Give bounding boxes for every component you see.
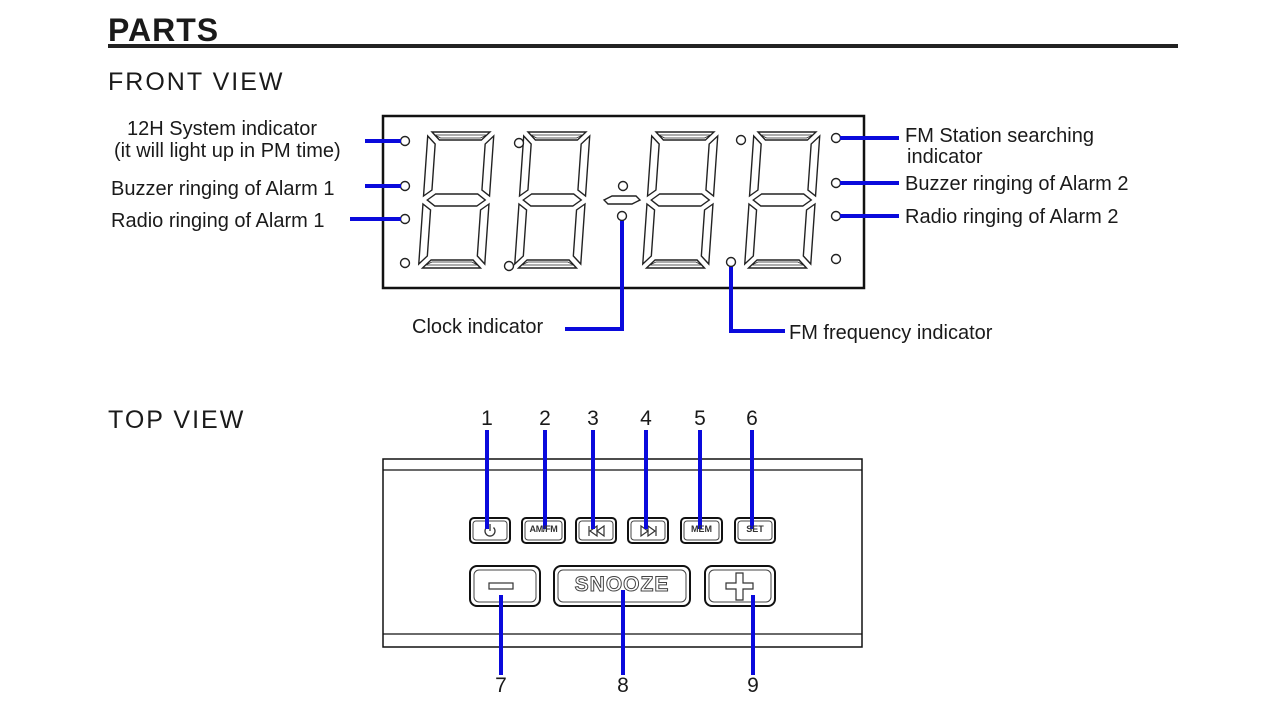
indicator-dots <box>399 132 842 272</box>
title-underline <box>108 44 1178 48</box>
top-leader-lines <box>485 430 755 675</box>
digit-4 <box>743 131 821 269</box>
callout-number-9: 9 <box>747 674 759 697</box>
front-leader-lines <box>350 136 899 333</box>
digit-3 <box>641 131 719 269</box>
minus-button[interactable] <box>470 566 540 606</box>
digit-1 <box>417 131 495 269</box>
small-buttons <box>469 517 776 544</box>
label-buzzer-alarm1: Buzzer ringing of Alarm 1 <box>111 178 335 200</box>
front-display <box>381 114 866 290</box>
am-fm-button[interactable]: AM/FM <box>529 524 558 534</box>
plus-icon <box>725 572 754 601</box>
callout-number-6: 6 <box>746 407 758 430</box>
power-icon <box>484 524 496 537</box>
page-title: PARTS <box>108 12 220 48</box>
callout-number-4: 4 <box>640 407 652 430</box>
digit-2 <box>513 131 591 269</box>
label-fm-station-search: FM Station searching <box>905 125 1094 147</box>
power-button[interactable] <box>470 518 510 543</box>
label-fm-station-search-2: indicator <box>907 146 983 168</box>
minus-icon <box>488 582 514 590</box>
previous-button[interactable] <box>576 518 616 543</box>
snooze-button[interactable]: SNOOZE <box>574 573 670 597</box>
callout-number-1: 1 <box>481 407 493 430</box>
callout-number-8: 8 <box>617 674 629 697</box>
callout-number-7: 7 <box>495 674 507 697</box>
label-buzzer-alarm2: Buzzer ringing of Alarm 2 <box>905 173 1129 195</box>
plus-button[interactable] <box>705 566 775 606</box>
label-radio-alarm2: Radio ringing of Alarm 2 <box>905 206 1119 228</box>
callout-number-2: 2 <box>539 407 551 430</box>
set-button[interactable]: SET <box>746 524 764 534</box>
mem-button[interactable]: MEM <box>691 524 712 534</box>
callout-number-3: 3 <box>587 407 599 430</box>
center-dash <box>602 195 642 205</box>
label-12h-system-note: (it will light up in PM time) <box>114 140 341 162</box>
top-view-heading: TOP VIEW <box>108 406 246 434</box>
label-clock-indicator: Clock indicator <box>412 316 544 338</box>
front-view-heading: FRONT VIEW <box>108 68 285 96</box>
label-fm-frequency: FM frequency indicator <box>789 322 993 344</box>
callout-number-5: 5 <box>694 407 706 430</box>
label-radio-alarm1: Radio ringing of Alarm 1 <box>111 210 325 232</box>
small-buttons-inner <box>472 520 773 541</box>
label-12h-system: 12H System indicator <box>127 118 318 140</box>
next-button[interactable] <box>628 518 668 543</box>
